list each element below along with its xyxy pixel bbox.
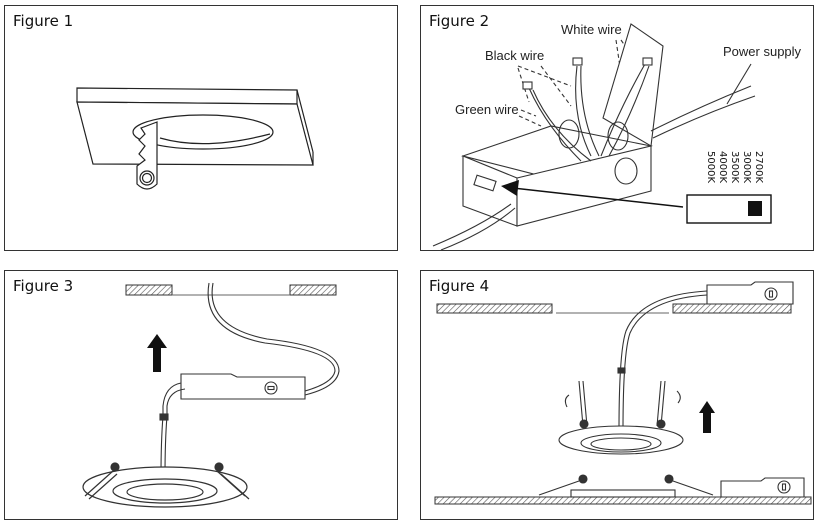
led-fixture-installed	[538, 474, 805, 505]
rotate-arrow-left-icon	[564, 394, 570, 408]
cct-switch[interactable]	[686, 194, 772, 224]
figure-1-illustration	[76, 87, 314, 190]
figure-2-panel: Figure 2 White wire Black wire Green wir…	[420, 5, 814, 251]
cct-option-3500k: 3500K	[729, 151, 740, 183]
rotate-arrow-right-icon	[676, 390, 681, 404]
supply-cable	[207, 282, 336, 392]
fixture-cable	[160, 382, 182, 477]
figure-4-illustration	[434, 281, 812, 505]
cct-option-5000k: 5000K	[705, 151, 716, 183]
figure-3-title: Figure 3	[13, 277, 74, 295]
cct-option-labels: 2700K 3000K 3500K 4000K 5000K	[705, 151, 764, 183]
figure-2-illustration: White wire Black wire Green wire Power s…	[432, 22, 802, 251]
figure-1-title: Figure 1	[13, 12, 74, 30]
ceiling-installed	[434, 496, 812, 505]
black-wire	[575, 65, 592, 157]
led-fixture-raised	[558, 380, 684, 455]
black-wire-label: Black wire	[485, 48, 544, 63]
figure-4-title: Figure 4	[429, 277, 490, 295]
switch-pointer-arrow	[512, 187, 684, 208]
cct-option-3000k: 3000K	[741, 151, 752, 183]
ceiling-right	[672, 303, 792, 314]
green-wire	[528, 87, 582, 162]
power-supply-label: Power supply	[723, 44, 802, 59]
cct-switch-slider	[748, 201, 762, 216]
arrow-up-icon	[699, 401, 715, 433]
fixture-cable	[618, 290, 708, 432]
figure-1-panel: Figure 1	[4, 5, 398, 251]
power-supply-leader	[726, 63, 752, 105]
driver-box	[180, 373, 306, 400]
ceiling-right	[289, 284, 337, 296]
board-edge	[76, 87, 298, 105]
driver-box-installed	[720, 477, 805, 498]
figure-3-illustration	[82, 282, 340, 508]
green-wire-label: Green wire	[455, 102, 519, 117]
saw-icon	[136, 121, 158, 190]
led-fixture	[82, 462, 250, 508]
ceiling-left	[436, 303, 553, 314]
white-wire-label: White wire	[561, 22, 622, 37]
figure-2-title: Figure 2	[429, 12, 490, 30]
cct-option-4000k: 4000K	[717, 151, 728, 183]
power-supply-cable	[650, 85, 752, 132]
cct-option-2700k: 2700K	[753, 151, 764, 183]
ceiling-left	[125, 284, 173, 296]
arrow-up-icon	[147, 334, 167, 372]
white-wire	[600, 63, 646, 157]
driver-box	[706, 281, 794, 305]
figure-4-panel: Figure 4	[420, 270, 814, 520]
figure-3-panel: Figure 3	[4, 270, 398, 520]
